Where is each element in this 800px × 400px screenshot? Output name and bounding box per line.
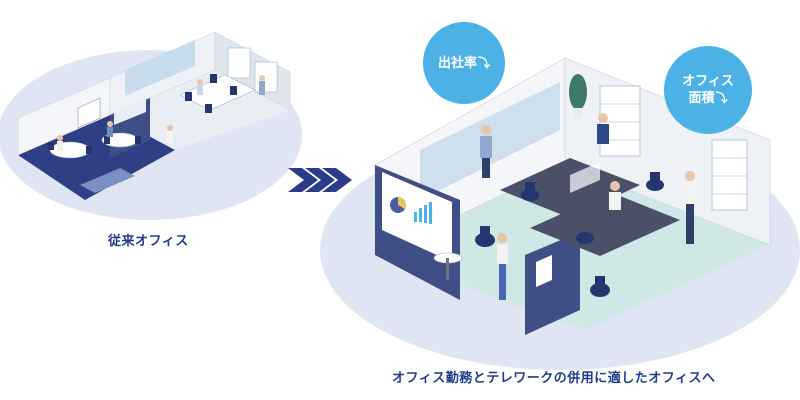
- new-office-room: [374, 57, 771, 335]
- attendance-rate-label: 出社率: [437, 55, 477, 71]
- down-arrow-icon: ⤵: [715, 91, 728, 105]
- people-right: [480, 113, 696, 300]
- office-area-label-line1: オフィス: [682, 74, 734, 89]
- office-area-label-line2: 面積: [688, 91, 715, 106]
- people-left: [57, 75, 265, 151]
- down-arrow-icon: ⤵: [478, 55, 491, 70]
- new-office-caption: オフィス勤務とテレワークの併用に適したオフィスへ: [392, 371, 716, 386]
- attendance-rate-badge: 出社率 ⤵: [423, 22, 505, 104]
- office-area-badge: オフィス 面積 ⤵: [664, 46, 752, 134]
- transition-chevrons: [288, 168, 352, 192]
- traditional-office-room: [17, 31, 291, 200]
- traditional-office-caption: 従来オフィス: [108, 234, 189, 249]
